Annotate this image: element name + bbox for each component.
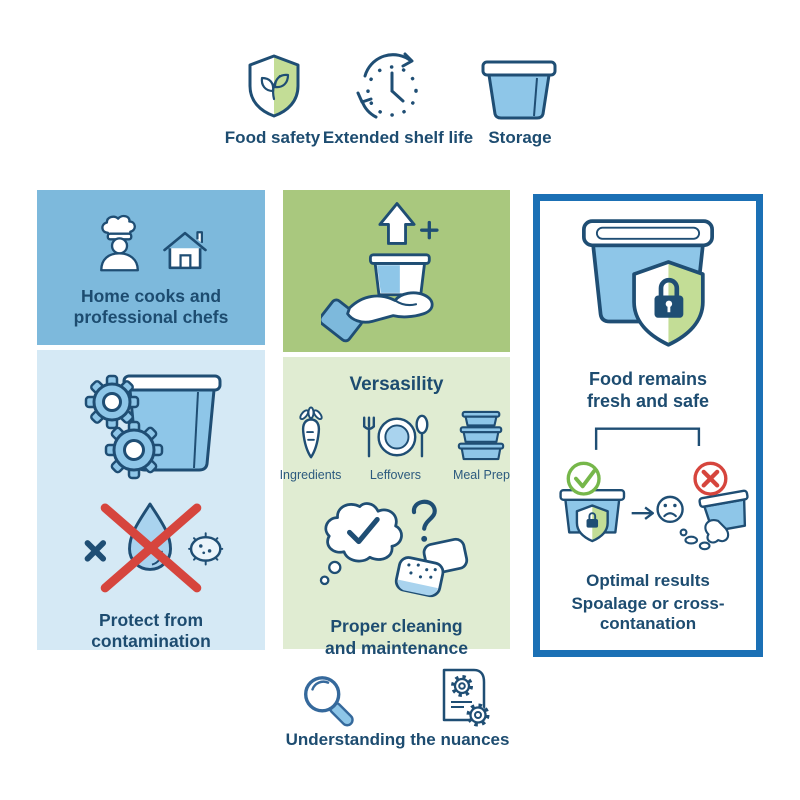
storage-container-icon <box>480 60 558 120</box>
section-divider <box>283 352 510 357</box>
versatility-header-section <box>283 190 510 352</box>
chef-icon <box>93 214 147 274</box>
fresh-caption: Food remains fresh and safe <box>586 369 710 411</box>
hand-container-icon <box>320 195 473 347</box>
versatility-title: Versasility <box>349 374 444 395</box>
spill-blob <box>704 518 730 544</box>
no-contamination-icon <box>68 492 234 598</box>
stacked-containers-icon <box>449 410 513 462</box>
top-label-food-safety: Food safety <box>224 128 321 147</box>
use-case-meal-prep: Meal Prep <box>449 410 513 482</box>
document-gear-icon <box>432 666 494 730</box>
top-label-shelf-life: Extended shelf life <box>322 128 474 147</box>
check-circle-icon <box>566 461 601 496</box>
container-shield-lock-icon <box>569 215 727 363</box>
middle-column: Versasility Ingredients <box>280 190 510 658</box>
top-label-storage: Storage <box>488 128 552 147</box>
shield-leaf-icon <box>243 52 305 120</box>
clock-refresh-icon <box>353 50 431 128</box>
use-case-row: Ingredients Leffovers <box>280 406 514 482</box>
sponge-front <box>394 556 444 598</box>
outcome-panel: Food remains fresh and safe <box>533 194 763 657</box>
versatility-body-section: Versasility Ingredients <box>280 357 510 658</box>
magnifier-icon <box>296 670 362 736</box>
cleaning-caption: Proper cleaning and maintenance <box>325 616 468 658</box>
house-icon <box>161 226 209 274</box>
plate-fork-spoon-icon <box>357 410 433 462</box>
contamination-section: Protect from contamination <box>37 350 265 652</box>
spoilage-caption: Spoalage or cross-contanation <box>571 593 725 634</box>
footer-caption: Understanding the nuances <box>285 730 510 749</box>
gears-container-icon <box>76 364 226 482</box>
use-case-label: Ingredients <box>279 468 342 483</box>
sad-face-icon <box>656 495 684 523</box>
use-case-label: Meal Prep <box>452 468 510 483</box>
use-case-label: Leffovers <box>369 468 422 483</box>
audience-section: Home cooks and professional chefs <box>37 190 265 345</box>
use-case-ingredients: Ingredients <box>279 406 342 483</box>
safe-vs-spoiled-flow-icon <box>543 421 753 567</box>
contamination-caption: Protect from contamination <box>91 610 211 652</box>
optimal-caption: Optimal results <box>586 570 710 590</box>
left-column: Home cooks and professional chefs <box>37 190 265 652</box>
audience-caption: Home cooks and professional chefs <box>73 286 229 328</box>
cleaning-thought-icon <box>301 490 493 608</box>
use-case-leftovers: Leffovers <box>357 410 433 482</box>
section-divider <box>37 345 265 350</box>
carrot-icon <box>291 406 331 462</box>
